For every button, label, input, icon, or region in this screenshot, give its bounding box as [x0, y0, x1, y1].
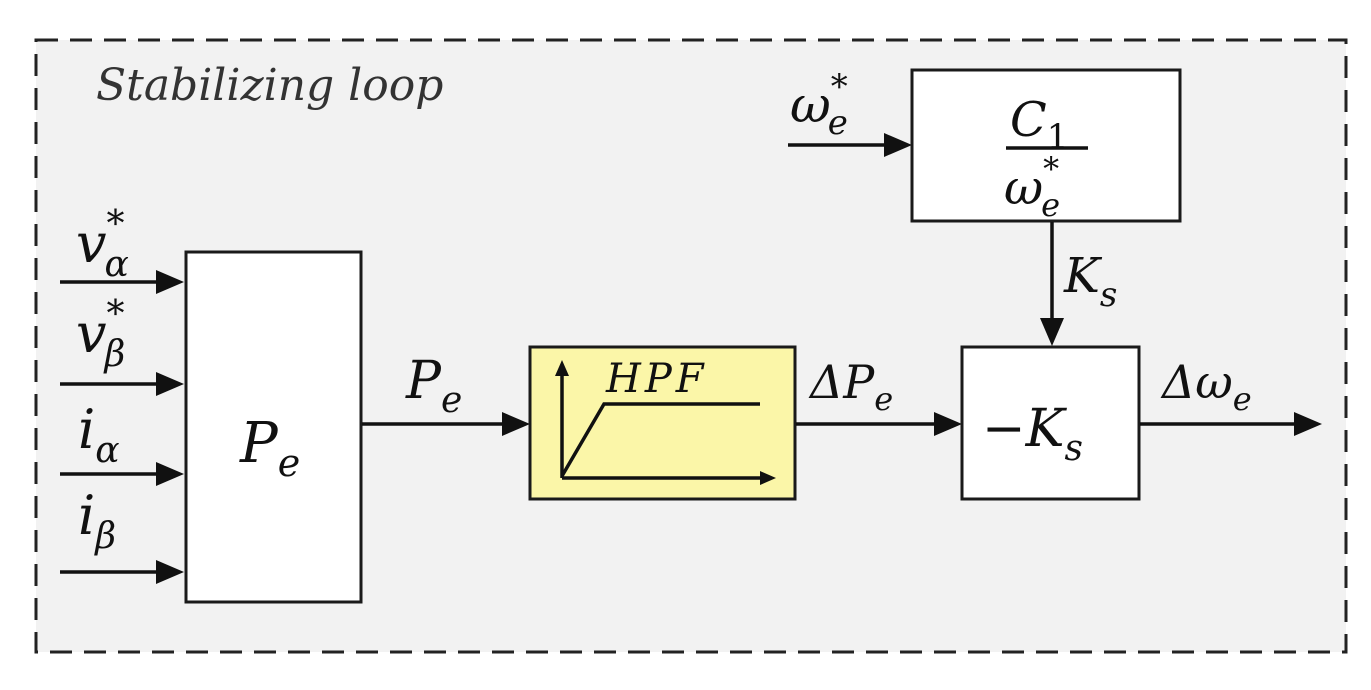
signal-label-delta-omega: Δωe — [1160, 355, 1252, 418]
input-label-i-beta: iβ — [78, 484, 116, 557]
negative-gain-label: −Ks — [982, 399, 1083, 469]
input-arrow-omega-ref — [788, 133, 912, 157]
gain-function-block — [910, 68, 1182, 223]
signal-label-delta-pe: ΔPe — [808, 355, 893, 418]
signal-label-pe: Pe — [405, 351, 462, 421]
input-label-v-alpha: v*α — [76, 204, 129, 285]
arrow-pe-to-hpf — [362, 412, 530, 436]
input-arrow-v-alpha — [60, 270, 184, 294]
hpf-block — [528, 345, 797, 501]
power-calculation-block — [184, 250, 363, 604]
arrow-gain-fn-to-negative-gain — [1040, 222, 1064, 346]
output-arrow-delta-omega — [1140, 412, 1322, 436]
input-arrow-i-alpha — [60, 462, 184, 486]
input-label-omega-ref: ω*e — [790, 67, 848, 143]
diagram-title: Stabilizing loop — [96, 60, 443, 111]
input-label-i-alpha: iα — [78, 398, 120, 471]
hpf-label: HPF — [605, 356, 708, 402]
input-arrow-i-beta — [60, 560, 184, 584]
gain-function-denominator: ω*e — [1004, 150, 1060, 224]
power-block-label: Pe — [239, 411, 300, 485]
input-arrow-v-beta — [60, 372, 184, 396]
signal-label-ks: Ks — [1063, 248, 1117, 315]
negative-gain-block — [960, 345, 1141, 501]
input-label-v-beta: v*β — [76, 294, 125, 375]
arrow-hpf-to-gain — [796, 412, 962, 436]
hpf-response-graph — [555, 360, 776, 485]
